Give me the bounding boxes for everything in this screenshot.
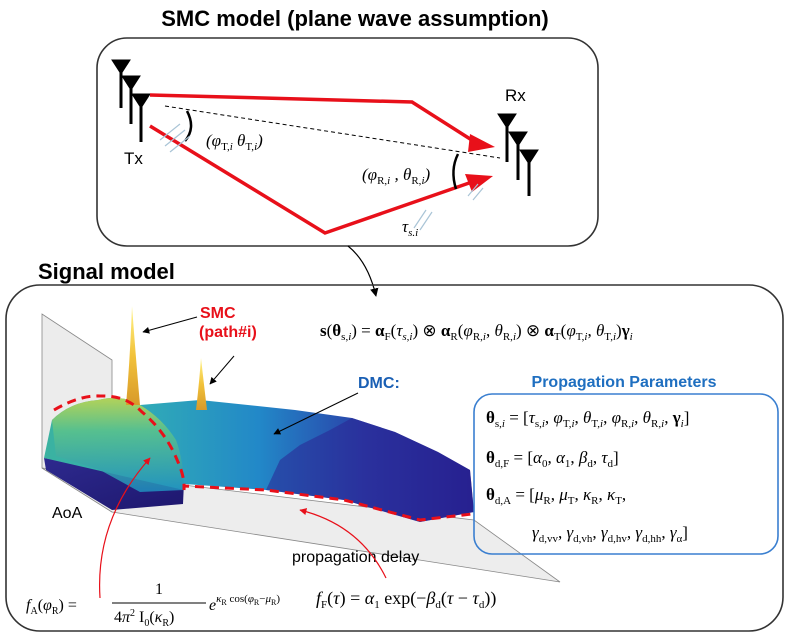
rx-antenna-array-icon: [497, 113, 539, 196]
signal-model-title: Signal model: [38, 259, 175, 284]
fA-formula: fA(φR) = 1 4π2 I0(κR) eκR cos(φR−μR): [26, 581, 280, 629]
svg-text:fA(φR) =: fA(φR) =: [26, 597, 77, 617]
propagation-parameters-heading: Propagation Parameters: [532, 374, 717, 391]
delay-label: τs.i: [402, 217, 418, 239]
smc-path-label: (path#i): [199, 324, 257, 341]
wavefront-hatch-marks: [159, 123, 484, 231]
dmc-pointer-arrow: [273, 392, 359, 435]
smc-label: SMC: [200, 305, 236, 322]
svg-text:1: 1: [155, 581, 163, 598]
svg-text:θd,A = [μR, μT, κR, κT,: θd,A = [μR, μT, κR, κT,: [486, 485, 626, 507]
svg-text:eκR cos(φR−μR): eκR cos(φR−μR): [209, 593, 280, 614]
smc-propagation-paths: [149, 93, 495, 235]
tx-antenna-array-icon: [111, 59, 151, 142]
signal-model-box: [5, 284, 784, 632]
los-reference-line: [164, 105, 501, 159]
power-spectrum-surface-plot: [41, 306, 561, 583]
propagation-parameters-box: [473, 393, 779, 555]
svg-text:θd,F = [α0, α1, βd, τd]: θd,F = [α0, α1, βd, τd]: [486, 448, 619, 470]
signal-equation: s(θs,i) = αF(τs,i) ⊗ αR(φR,i, θR,i) ⊗ αT…: [320, 321, 633, 343]
rx-angles-label: (φR,i , θR,i): [362, 165, 431, 187]
tx-angles-label: (φT,i θT,i): [206, 131, 263, 153]
fA-pointer-arrow: [98, 457, 151, 599]
connector-arrow: [347, 245, 379, 297]
aoa-axis-label: AoA: [52, 505, 83, 522]
fF-pointer-arrow: [299, 508, 387, 579]
smc-pointer-arrow-2: [209, 355, 235, 385]
fF-formula: fF(τ) = α1 exp(−βd(τ − τd)): [316, 588, 496, 611]
svg-text:fF(τ) = α1 exp(−βd(τ − τd)): fF(τ) = α1 exp(−βd(τ − τd)): [316, 588, 496, 611]
parameter-equations: θs,i = [τs,i, φT,i, θT,i, φR,i, θR,i, γi…: [486, 408, 689, 545]
arrival-angle-arc: [452, 153, 460, 190]
svg-text:θs,i = [τs,i, φT,i, θT,i, φR,i: θs,i = [τs,i, φT,i, θT,i, φR,i, θR,i, γi…: [486, 408, 689, 430]
propagation-delay-axis-label: propagation delay: [292, 549, 419, 566]
dmc-label: DMC:: [358, 375, 400, 392]
svg-text:4π2 I0(κR): 4π2 I0(κR): [114, 608, 174, 629]
tx-label: Tx: [124, 149, 143, 168]
svg-text:s(θs,i) = αF(τs,i) ⊗ αR(φR,i,: s(θs,i) = αF(τs,i) ⊗ αR(φR,i, θR,i) ⊗ αT…: [320, 321, 633, 343]
smc-model-box: [96, 37, 599, 247]
smc-pointer-arrow: [142, 316, 198, 334]
smc-model-title: SMC model (plane wave assumption): [161, 6, 549, 31]
svg-text:γd,vv, γd,vh, γd,hv, γd,hh, γα: γd,vv, γd,vh, γd,hv, γd,hh, γα]: [532, 523, 688, 545]
rx-label: Rx: [505, 86, 526, 105]
